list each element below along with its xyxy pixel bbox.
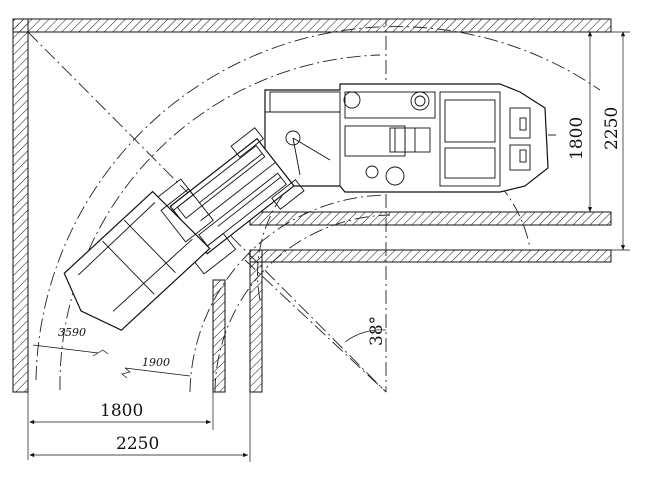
dim-bottom-outer: 2250 [116, 434, 159, 454]
outer-wall [12, 18, 612, 393]
loader-bucket [63, 188, 214, 331]
loader-machine [264, 83, 556, 193]
dim-right-inner: 1800 [567, 117, 587, 160]
dim-bottom-inner: 1800 [100, 401, 143, 421]
dim-right-outer: 2250 [602, 107, 622, 150]
right-dimensions: 1800 2250 [540, 31, 630, 251]
bottom-dimensions: 1800 2250 [27, 392, 251, 462]
angle-label: 38° [367, 316, 387, 346]
sweep-lines [27, 20, 601, 393]
inner-wall [212, 211, 612, 393]
dim-outer-radius: 3590 [58, 326, 86, 339]
angle-arc [344, 329, 387, 343]
radius-labels: 3590 1900 [32, 326, 191, 379]
tunnel-outline [27, 31, 611, 392]
dim-inner-radius: 1900 [142, 356, 170, 369]
